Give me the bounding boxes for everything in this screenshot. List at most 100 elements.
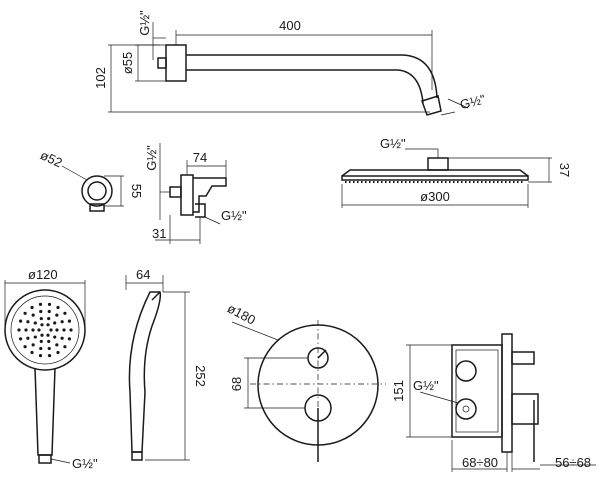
mixer-body-box <box>451 344 503 438</box>
hand-shower-length-label: 252 <box>193 365 208 387</box>
nozzle-dot <box>39 309 43 314</box>
nozzle-dot <box>17 328 21 332</box>
nozzle-dot <box>62 328 66 332</box>
nozzle-dot <box>56 305 60 310</box>
hand-shower-depth-label: 64 <box>136 267 150 282</box>
nozzle-dot <box>37 328 41 332</box>
nozzle-dot <box>26 336 30 340</box>
nozzle-dot <box>39 346 43 351</box>
elbow-inner-circle <box>87 181 107 201</box>
nozzle-dot <box>56 350 60 355</box>
arm-wall-flange <box>165 44 187 82</box>
mixer-plate-spacing-label: 68 <box>229 377 244 391</box>
nozzle-dot <box>47 346 51 351</box>
mixer-body-diverter <box>511 351 535 365</box>
nozzle-dot <box>47 302 52 306</box>
nozzle-dot <box>47 354 52 358</box>
mixer-plate-diameter-label: ø180 <box>225 300 258 327</box>
arm-thread-end-label: G½" <box>458 91 487 112</box>
nozzle-dot <box>67 337 72 341</box>
hose-holder-drawing: 74 31 G½" G½" <box>144 143 247 244</box>
nozzle-dot <box>23 345 27 349</box>
mixer-body-depth-b-label: 56÷68 <box>555 455 591 470</box>
holder-width-label: 74 <box>193 150 207 165</box>
hand-shower-side-stub <box>131 451 143 461</box>
hand-shower-thread-stub <box>38 454 52 464</box>
nozzle-dot <box>55 328 59 332</box>
arm-thread-stub <box>157 57 167 69</box>
nozzle-dot <box>47 309 51 314</box>
nozzle-dot <box>24 328 28 332</box>
mixer-body-height-label: 151 <box>391 380 406 402</box>
holder-thread-bottom-label: G½" <box>221 208 247 223</box>
nozzle-dot <box>39 316 43 321</box>
rain-head-connector <box>427 157 449 171</box>
nozzle-dot <box>55 313 59 317</box>
nozzle-dot <box>31 328 35 332</box>
nozzle-dot <box>33 321 37 325</box>
hand-shower-handle <box>34 367 56 456</box>
nozzle-dot <box>63 345 67 349</box>
rain-head-plate <box>341 175 529 181</box>
nozzle-dot <box>38 302 43 306</box>
nozzle-dot <box>33 335 37 339</box>
nozzle-dot <box>63 311 67 315</box>
wall-elbow-drawing: ø52 55 <box>38 147 144 212</box>
hand-shower-diameter-label: ø120 <box>28 267 58 282</box>
nozzle-dot <box>60 336 64 340</box>
shower-arm-drawing: 400 ø55 102 G½" G½" <box>93 10 487 116</box>
arm-thread-top-label: G½" <box>137 10 152 36</box>
mixer-body-thread-label: G½" <box>413 378 439 393</box>
nozzle-dot <box>55 343 59 347</box>
nozzle-dot <box>18 319 23 323</box>
arm-height-label: 102 <box>93 67 108 89</box>
nozzle-dot <box>53 321 57 325</box>
nozzle-dot <box>38 354 43 358</box>
elbow-outer-circle <box>81 175 113 207</box>
arm-length-label: 400 <box>279 18 301 33</box>
nozzle-dot <box>30 350 34 355</box>
nozzle-dot <box>49 328 53 332</box>
hand-shower-side-drawing: 64 252 <box>125 267 208 461</box>
nozzle-dot <box>53 335 57 339</box>
arm-tube-bottom <box>186 69 424 104</box>
nozzle-dot <box>18 337 23 341</box>
nozzle-dot <box>23 311 27 315</box>
arm-diameter-label: ø55 <box>120 52 135 74</box>
mixer-body-depth-a-label: 68÷80 <box>462 455 498 470</box>
nozzle-dot <box>40 333 44 337</box>
arm-tube-top <box>186 54 438 99</box>
nozzle-dot <box>46 323 50 327</box>
hand-shower-head-ring <box>10 295 80 365</box>
mixer-body-flange <box>501 333 513 453</box>
nozzle-dot <box>31 343 35 347</box>
holder-thread-stub <box>169 186 182 198</box>
holder-arm <box>193 177 227 213</box>
nozzle-dot <box>47 316 51 321</box>
rain-head-top <box>341 169 529 177</box>
elbow-outlet <box>89 203 105 212</box>
holder-thread-left-label: G½" <box>144 145 159 171</box>
elbow-diameter-label: ø52 <box>38 147 65 170</box>
holder-depth-label: 31 <box>152 226 166 241</box>
mixer-plate-drawing: ø180 68 <box>225 300 386 462</box>
hand-shower-head-outer <box>4 289 86 371</box>
nozzle-dot <box>26 320 30 324</box>
nozzle-dot <box>39 339 43 344</box>
mixer-inlet-bottom <box>455 398 477 420</box>
hand-shower-side-body <box>128 291 162 453</box>
nozzle-dot <box>67 319 72 323</box>
nozzle-dot <box>69 328 73 332</box>
nozzle-dot <box>60 320 64 324</box>
nozzle-dot <box>30 305 34 310</box>
hand-shower-nozzles <box>17 302 73 358</box>
nozzle-dot <box>46 333 50 337</box>
arm-end-fitting <box>421 95 442 116</box>
rain-head-height-label: 37 <box>557 163 572 177</box>
holder-wall-plate <box>180 174 194 216</box>
mixer-body-drawing: 151 G½" 68÷80 56÷68 <box>391 333 596 472</box>
mixer-body-cartridge <box>511 393 539 425</box>
nozzle-dot <box>47 339 51 344</box>
hand-shower-front-drawing: ø120 G½" <box>4 267 98 471</box>
